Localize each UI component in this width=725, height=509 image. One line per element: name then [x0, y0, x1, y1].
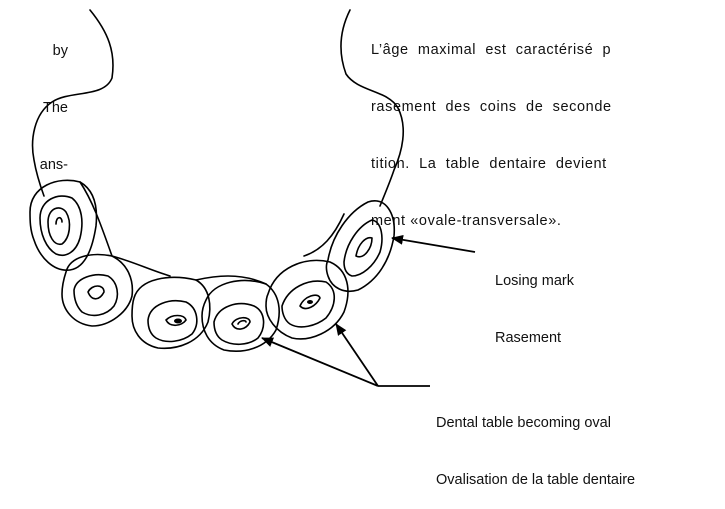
right-lip-outline	[341, 10, 403, 206]
dental-table-arrow-left	[262, 338, 378, 386]
incisor-right-corner	[327, 201, 395, 291]
table-left-intermediate	[74, 275, 117, 316]
mark-dot-right-intermediate	[307, 300, 313, 304]
table-right-corner	[344, 220, 382, 276]
table-left-central	[148, 301, 197, 342]
mark-left-intermediate	[88, 286, 104, 299]
table-right-intermediate	[282, 281, 334, 327]
mark-right-central	[232, 318, 250, 329]
losing-mark-label: Losing mark Rasement	[495, 234, 574, 367]
incisor-left-central	[132, 277, 210, 348]
mark-left-corner	[48, 208, 69, 244]
losing-mark-arrow	[392, 238, 475, 252]
dental-table-label-fr: Ovalisation de la table dentaire	[436, 471, 635, 490]
mark-left-corner-inner	[56, 218, 62, 224]
losing-mark-label-en: Losing mark	[495, 272, 574, 291]
horse-incisor-diagram	[0, 0, 725, 417]
left-lip-outline	[33, 10, 113, 196]
mark-right-corner	[356, 238, 372, 257]
dental-table-label: Dental table becoming oval Ovalisation d…	[436, 376, 635, 509]
gum-line	[80, 182, 344, 284]
mark-dot-left-central	[174, 319, 182, 324]
losing-mark-label-fr: Rasement	[495, 329, 574, 348]
table-left-corner	[40, 196, 82, 255]
mark-right-central-inner	[238, 321, 246, 324]
